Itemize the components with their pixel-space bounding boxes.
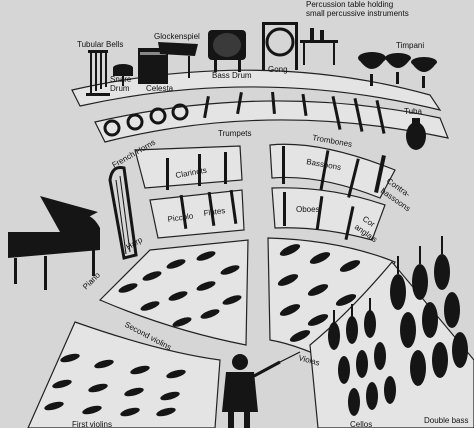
first-violins-icon: [44, 353, 186, 417]
label-timpani: Timpani: [396, 41, 424, 50]
label-oboes: Oboes: [296, 205, 320, 214]
label-snare-drum-line2: Drum: [110, 84, 130, 93]
second-violins-band: [98, 239, 249, 346]
glockenspiel-icon: [158, 42, 198, 78]
label-double-bass: Double bass: [424, 416, 468, 425]
clarinets-icon: [166, 152, 227, 190]
cellos-icon: [328, 298, 396, 416]
conductor-icon: [222, 351, 301, 428]
tuba-icon: [406, 118, 426, 150]
tubular-bells-icon: [86, 50, 110, 96]
cello-bass-band: [309, 261, 474, 428]
violas-icon: [277, 244, 361, 342]
label-tuba: Tuba: [404, 107, 422, 116]
label-gong: Gong: [268, 65, 288, 74]
oboes-icon: [283, 192, 355, 241]
bassoon-band: [269, 143, 396, 199]
snare-drum-icon: [113, 64, 133, 86]
harp-icon: [108, 166, 138, 260]
brass-riser: [94, 100, 449, 143]
trombones-icon: [331, 95, 386, 134]
bass-drum-icon: [208, 30, 246, 72]
french-horns-icon: [103, 103, 189, 137]
oboe-band: [271, 187, 386, 241]
label-tubular-bells: Tubular Bells: [77, 40, 123, 49]
label-percussion-table-line1: Percussion table holding: [306, 0, 393, 9]
section-bands: [27, 69, 474, 428]
flutes-icon: [179, 189, 238, 229]
label-flutes: Flutes: [203, 206, 226, 218]
label-celesta: Celesta: [146, 84, 174, 93]
clarinet-band: [134, 145, 243, 189]
double-bass-icon: [390, 236, 468, 386]
flute-band: [149, 189, 245, 239]
gong-icon: [262, 22, 298, 70]
trumpets-icon: [203, 91, 308, 119]
first-violins-band: [27, 321, 221, 428]
percussion-table-icon: [300, 28, 338, 65]
contrabassoons-icon: [374, 154, 386, 194]
label-trumpets: Trumpets: [218, 129, 252, 138]
label-piccolo: Piccolo: [167, 211, 194, 224]
second-violins-icon: [118, 251, 242, 327]
piano-icon: [8, 196, 100, 290]
label-bass-drum: Bass Drum: [212, 71, 252, 80]
bassoons-icon: [282, 146, 360, 198]
label-cellos: Cellos: [350, 420, 372, 428]
label-glockenspiel: Glockenspiel: [154, 32, 200, 41]
timpani-icon: [358, 52, 437, 88]
label-snare-drum-line1: Snare: [110, 75, 132, 84]
label-percussion-table-line2: small percussive instruments: [306, 9, 409, 18]
label-first-violins: First violins: [72, 420, 112, 428]
